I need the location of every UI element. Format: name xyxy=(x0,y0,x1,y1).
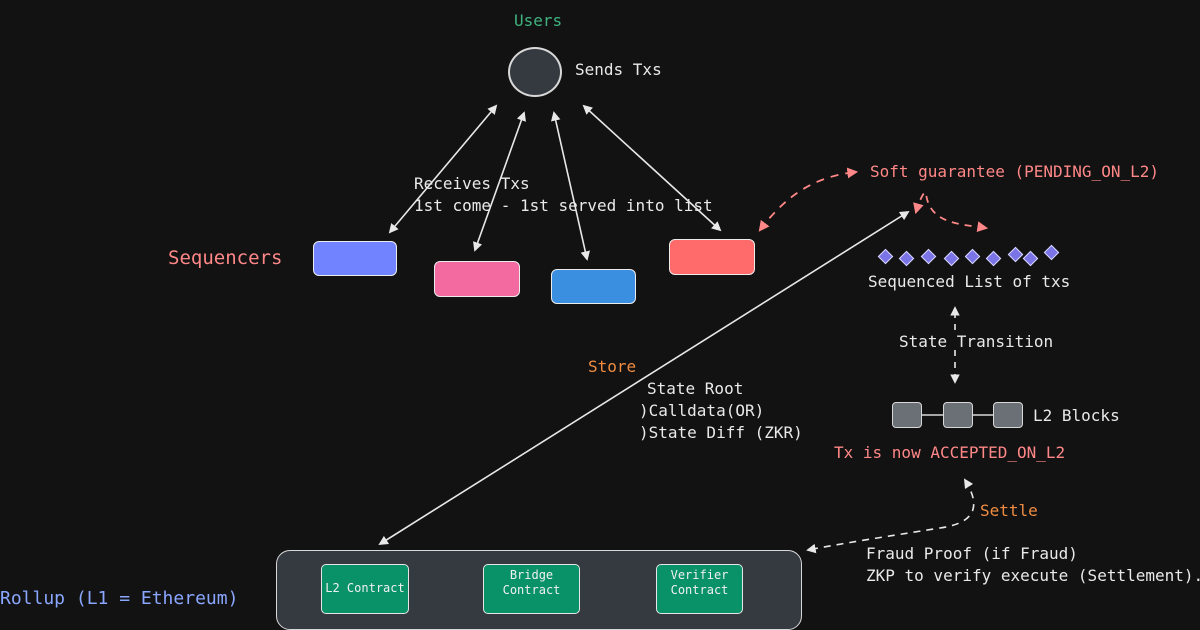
store-line-2: )Calldata(OR) xyxy=(639,401,765,420)
settle-title: Settle xyxy=(980,501,1038,520)
l2-block xyxy=(993,402,1023,428)
edge-settle xyxy=(806,478,975,554)
l1-label: Rollup (L1 = Ethereum) xyxy=(0,588,239,609)
users-node xyxy=(508,47,562,97)
sequencer-2 xyxy=(434,261,520,297)
receive-line-1: Receives Txs xyxy=(414,174,530,193)
state-transition-label: State Transition xyxy=(899,332,1054,351)
l2-blocks-label: L2 Blocks xyxy=(1033,406,1120,425)
sequencers-label: Sequencers xyxy=(168,247,283,269)
users-action: Sends Txs xyxy=(575,60,662,79)
verifier-contract: Verifier Contract xyxy=(656,564,743,614)
verifier-contract-label-2: Contract xyxy=(670,583,729,597)
edge-to-sequenced-list xyxy=(913,191,989,233)
store-line-3: )State Diff (ZKR) xyxy=(639,423,803,442)
edge-users-seq4 xyxy=(582,104,722,232)
rollup-diagram: Users Sends Txs Sequencers Receives Txs … xyxy=(0,11,1200,630)
settle-line-2: ZKP to verify execute (Settlement). xyxy=(866,566,1200,585)
settle-line-1: Fraud Proof (if Fraud) xyxy=(866,544,1078,563)
accepted-label: Tx is now ACCEPTED_ON_L2 xyxy=(834,443,1066,462)
bridge-contract-label-1: Bridge xyxy=(509,568,554,582)
edge-users-seq3 xyxy=(551,111,590,261)
bridge-contract: Bridge Contract xyxy=(483,564,580,614)
store-line-1: State Root xyxy=(647,379,744,398)
l2-contract: L2 Contract xyxy=(321,564,409,614)
receive-line-2: 1st come - 1st served into list xyxy=(414,196,713,215)
l2-block xyxy=(943,402,973,428)
edge-store xyxy=(378,210,910,546)
users-title: Users xyxy=(514,11,563,30)
l2-contract-label: L2 Contract xyxy=(325,581,405,595)
store-title: Store xyxy=(588,357,637,376)
l2-block xyxy=(892,402,922,428)
bridge-contract-label-2: Contract xyxy=(502,583,561,597)
sequencer-4 xyxy=(669,239,755,275)
sequenced-list-label: Sequenced List of txs xyxy=(868,272,1071,291)
verifier-contract-label-1: Verifier xyxy=(670,568,729,582)
soft-guarantee-label: Soft guarantee (PENDING_ON_L2) xyxy=(870,162,1159,181)
edge-soft-guarantee xyxy=(758,167,859,232)
sequencer-1 xyxy=(313,241,397,276)
sequencer-3 xyxy=(551,269,636,304)
